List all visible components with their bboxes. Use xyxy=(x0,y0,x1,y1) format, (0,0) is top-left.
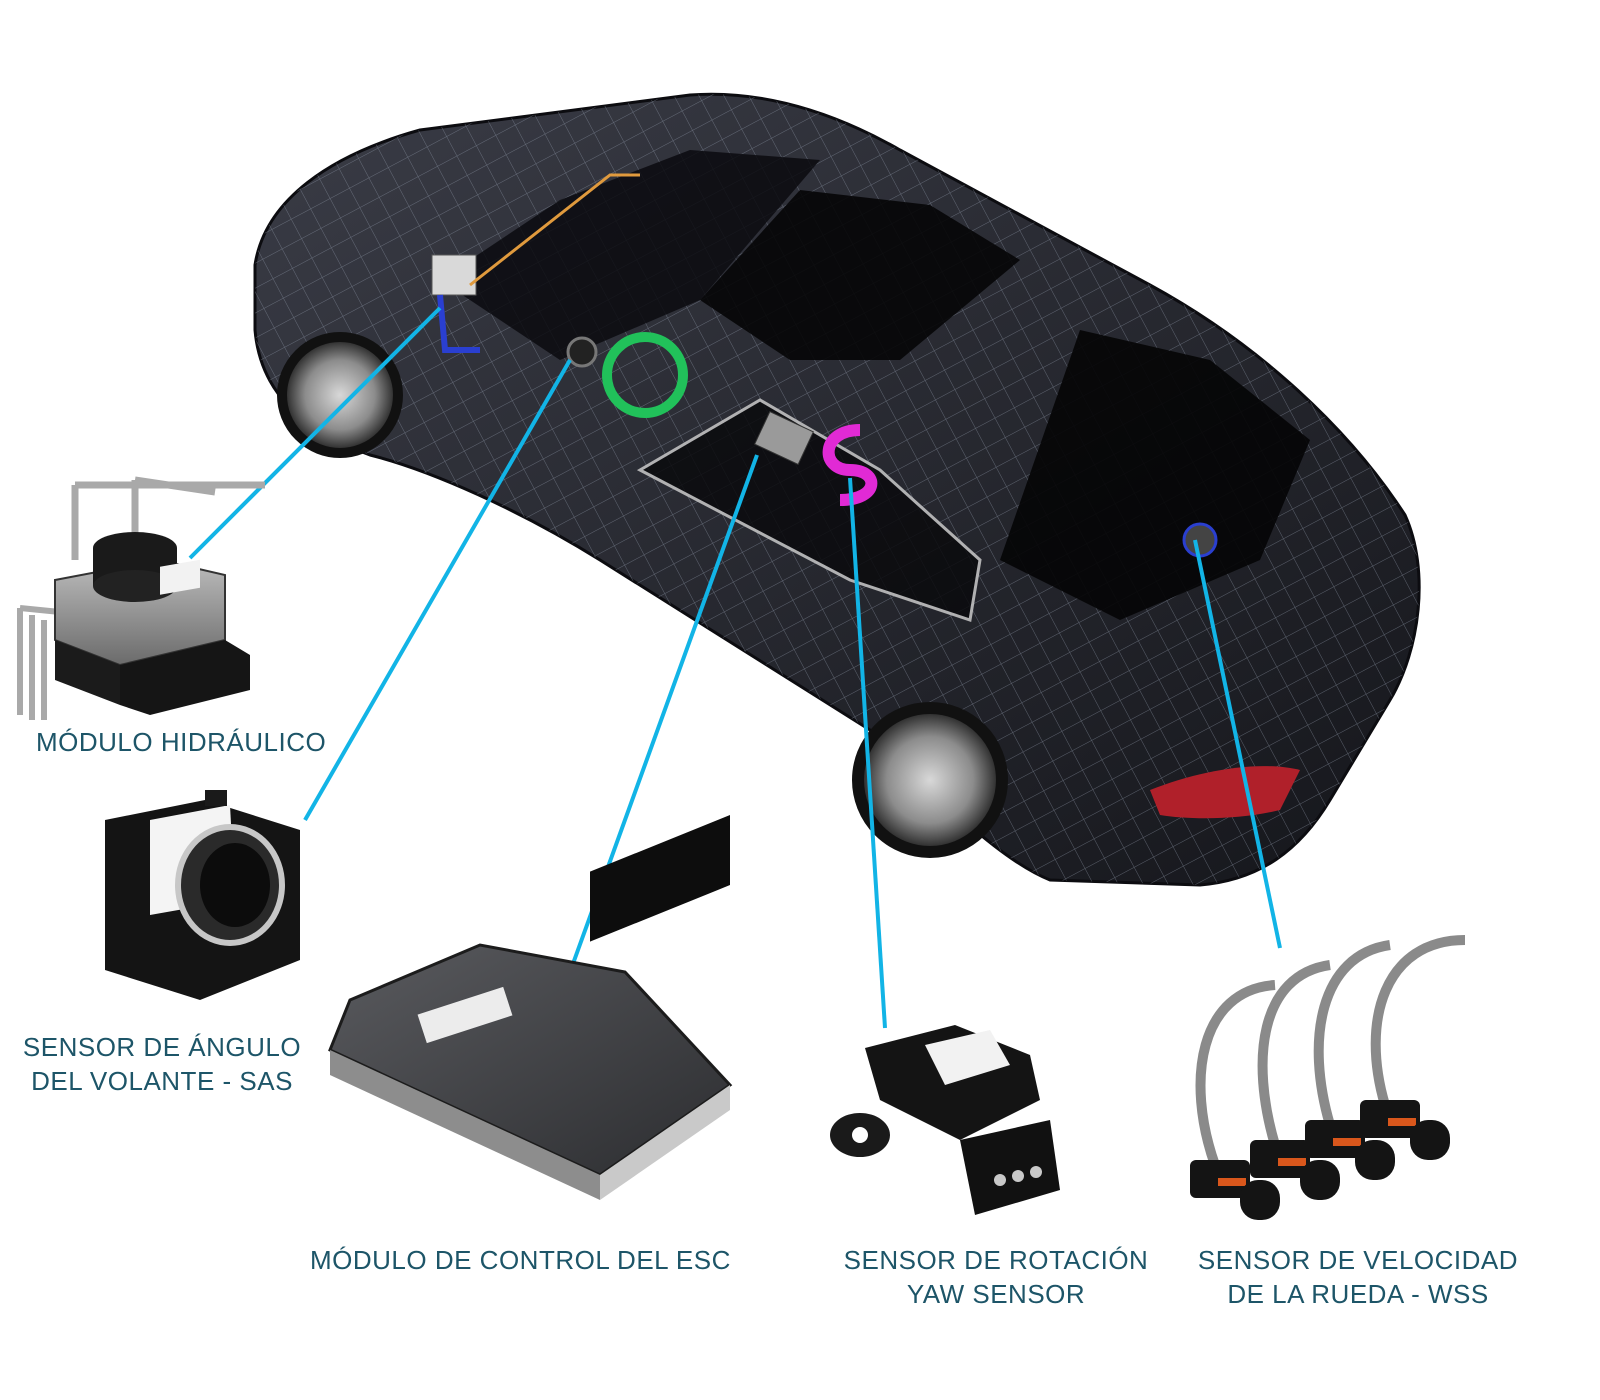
label-line: SENSOR DE VELOCIDAD xyxy=(1197,1245,1519,1275)
yaw-sensor-illustration xyxy=(830,1025,1060,1215)
ecu-in-car xyxy=(753,410,815,466)
side-windows xyxy=(636,398,982,622)
label-hydraulic-module: MÓDULO HIDRÁULICO xyxy=(36,725,326,759)
sunroof xyxy=(700,190,1020,360)
label-line: MÓDULO HIDRÁULICO xyxy=(36,727,327,757)
front-wheel xyxy=(277,332,403,458)
esc-module-illustration xyxy=(328,815,733,1200)
hydraulic-module-illustration xyxy=(17,476,265,720)
windshield xyxy=(440,150,820,360)
connector-yaw xyxy=(848,477,887,1029)
sas-illustration xyxy=(105,790,300,1000)
taillight xyxy=(1150,766,1300,819)
label-line: YAW SENSOR xyxy=(906,1279,1086,1309)
hydraulic-unit-in-car xyxy=(431,254,477,296)
connector-sas xyxy=(303,359,572,821)
yaw-symbol-in-car xyxy=(822,424,878,506)
rear-wheel xyxy=(852,702,1008,858)
rear-window xyxy=(1000,330,1310,620)
label-line: DE LA RUEDA - WSS xyxy=(1227,1279,1489,1309)
connector-hydraulic xyxy=(188,306,442,560)
label-line: DEL VOLANTE - SAS xyxy=(31,1066,293,1096)
label-line: SENSOR DE ÁNGULO xyxy=(22,1032,302,1062)
label-line: SENSOR DE ROTACIÓN xyxy=(843,1245,1149,1275)
label-yaw-sensor: SENSOR DE ROTACIÓN YAW SENSOR xyxy=(832,1243,1160,1311)
label-steering-angle-sensor: SENSOR DE ÁNGULO DEL VOLANTE - SAS xyxy=(14,1030,310,1098)
connector-wss xyxy=(1193,539,1282,949)
steering-ring-in-car xyxy=(602,332,688,418)
label-esc-control-module: MÓDULO DE CONTROL DEL ESC xyxy=(310,1243,731,1277)
label-wheel-speed-sensor: SENSOR DE VELOCIDAD DE LA RUEDA - WSS xyxy=(1186,1243,1530,1311)
label-line: MÓDULO DE CONTROL DEL ESC xyxy=(310,1245,731,1275)
wss-illustration xyxy=(1190,935,1466,1220)
car-wireframe xyxy=(253,92,1421,887)
